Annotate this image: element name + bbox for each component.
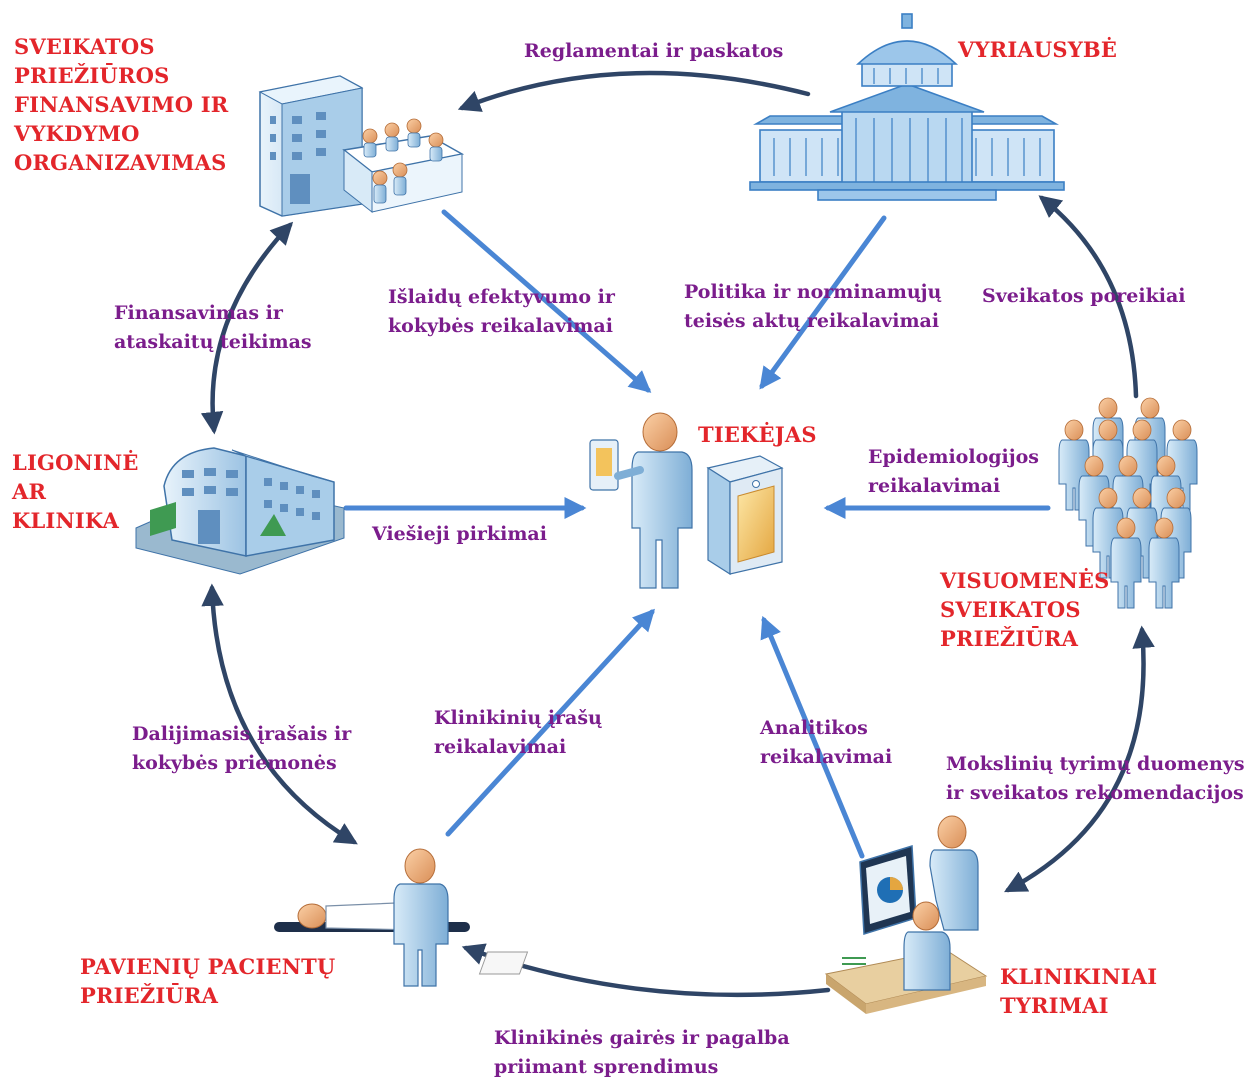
arrow-hospital-patient xyxy=(201,583,358,845)
cycle-arrows xyxy=(200,70,1155,998)
edge-regulations: Reglamentai ir paskatos xyxy=(524,40,784,62)
node-financing-org: SVEIKATOS PRIEŽIŪROS FINANSAVIMO IR VYKD… xyxy=(14,34,229,175)
arrow-policy xyxy=(759,215,887,390)
edge-health-needs: Sveikatos poreikiai xyxy=(982,285,1186,307)
crowd-icon xyxy=(1058,397,1198,609)
edge-procurement: Viešieji pirkimai xyxy=(372,523,547,545)
node-clinical-research: KLINIKINIAI TYRIMAI xyxy=(1000,964,1158,1018)
edge-research-data: Mokslinių tyrimų duomenys ir sveikatos r… xyxy=(946,753,1245,804)
government-building-icon xyxy=(749,13,1065,201)
arrow-government-to-financing xyxy=(457,70,811,112)
node-patient-care: PAVIENIŲ PACIENTŲ PRIEŽIŪRA xyxy=(80,954,336,1008)
crowd-person-icon xyxy=(1110,517,1142,609)
node-government: VYRIAUSYBĖ xyxy=(958,37,1118,62)
edge-analytics: Analitikos reikalavimai xyxy=(760,717,893,768)
edge-clinical-records: Klinikinių įrašų reikalavimai xyxy=(434,707,602,758)
financing-building-icon xyxy=(258,75,465,217)
arrow-clinical-records xyxy=(445,608,655,837)
arrow-cost-quality xyxy=(441,209,652,393)
inward-arrows xyxy=(343,209,1051,859)
edge-epidemiology: Epidemiologijos reikalavimai xyxy=(868,446,1039,497)
server-icon xyxy=(706,455,784,576)
arrow-analytics xyxy=(760,615,865,859)
node-hospital: LIGONINĖ AR KLINIKA xyxy=(12,450,139,533)
edge-record-sharing: Dalijimasis įrašais ir kokybės priemonės xyxy=(132,723,352,774)
arrow-financing-hospital xyxy=(200,221,294,435)
edge-policy: Politika ir norminamųjų teisės aktų reik… xyxy=(684,281,942,332)
arrow-public-health-to-government xyxy=(1038,195,1139,399)
edge-cost-quality: Išlaidų efektyvumo ir kokybės reikalavim… xyxy=(388,286,615,337)
hospital-building-icon xyxy=(135,447,345,575)
edge-guidelines: Klinikinės gairės ir pagalba priimant sp… xyxy=(494,1027,790,1078)
node-public-health: VISUOMENĖS SVEIKATOS PRIEŽIŪRA xyxy=(940,568,1110,651)
crowd-person-icon xyxy=(1148,517,1180,609)
node-supplier: TIEKĖJAS xyxy=(698,422,817,447)
clinician-icon xyxy=(393,848,449,987)
arrow-research-to-public-health xyxy=(1004,625,1155,893)
supplier-person-icon xyxy=(589,412,693,589)
research-workstation-icon xyxy=(478,815,988,1014)
edge-financing-reporting: Finansavimas ir ataskaitų teikimas xyxy=(114,302,312,353)
